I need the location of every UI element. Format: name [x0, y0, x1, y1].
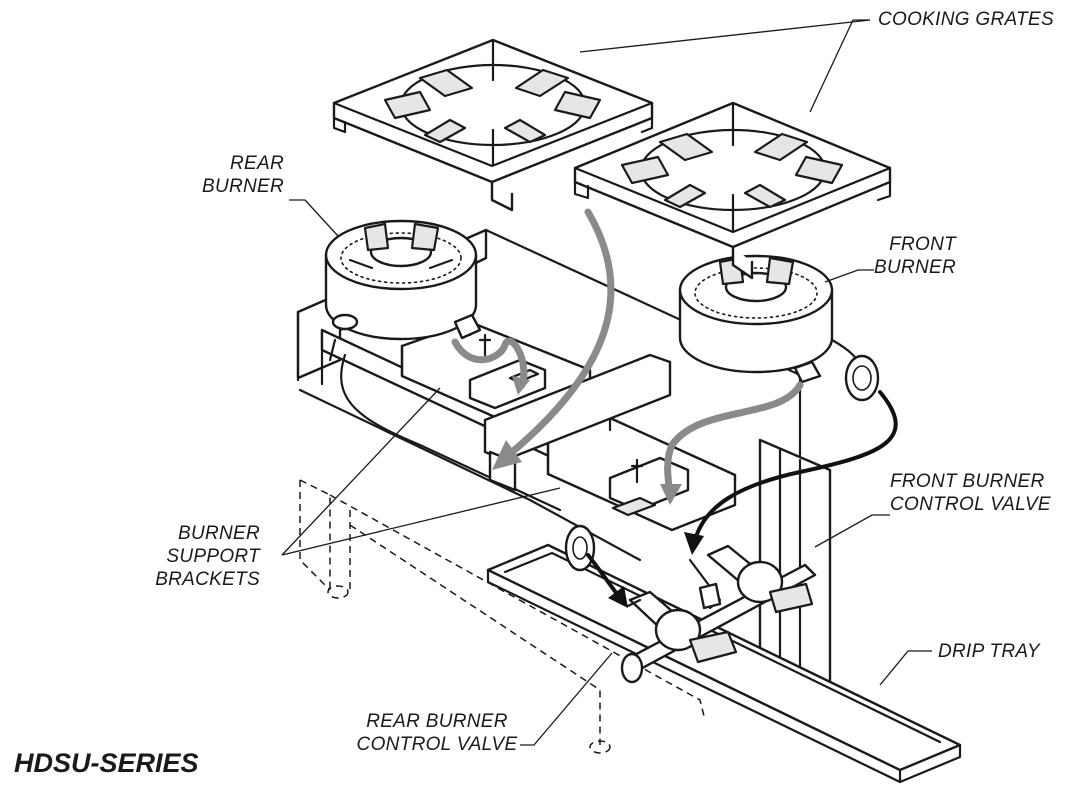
dashed-stand-outline	[299, 479, 706, 754]
drip-tray-text: DRIP TRAY	[938, 641, 1040, 662]
rear-burner-control-valve-text-line2: CONTROL VALVE	[356, 734, 518, 755]
rear-burner-text-line1: REAR	[230, 153, 284, 174]
assembly-arrows	[451, 208, 898, 608]
burner-support-brackets-text-line2: SUPPORT	[166, 546, 260, 567]
front-burner-text-line1: FRONT	[889, 234, 956, 255]
front-burner-control-valve-label: FRONT BURNER CONTROL VALVE	[890, 470, 1051, 516]
rear-control-valve	[564, 524, 738, 664]
rear-cooking-grate	[332, 38, 654, 212]
front-burner-control-valve-text-line1: FRONT BURNER	[890, 471, 1045, 492]
burner-support-brackets-text-line1: BURNER	[177, 523, 260, 544]
front-control-valve	[688, 544, 814, 614]
rear-burner-control-valve-text-line1: REAR BURNER	[366, 711, 508, 732]
cooking-grates-label: COOKING GRATES	[878, 8, 1054, 31]
series-title: HDSU-SERIES	[14, 748, 199, 778]
burner-support-brackets-text-line3: BRACKETS	[155, 569, 260, 590]
rear-burner-text-line2: BURNER	[201, 176, 284, 197]
rear-burner-label: REAR BURNER	[190, 152, 284, 198]
drip-tray	[486, 543, 962, 784]
front-burner-text-line2: BURNER	[873, 257, 956, 278]
front-burner-control-valve-text-line2: CONTROL VALVE	[890, 494, 1051, 515]
rear-burner	[324, 219, 482, 341]
front-support-bracket	[546, 416, 737, 532]
gas-tubes	[298, 338, 642, 562]
front-burner-label: FRONT BURNER	[862, 233, 956, 279]
front-cooking-grate	[573, 101, 892, 280]
leader-lines	[281, 19, 932, 746]
burner-support-brackets-label: BURNER SUPPORT BRACKETS	[150, 522, 260, 591]
cooking-grates-text: COOKING GRATES	[878, 9, 1054, 30]
front-burner	[678, 254, 880, 402]
rear-burner-control-valve-label: REAR BURNER CONTROL VALVE	[348, 710, 526, 756]
drip-tray-label: DRIP TRAY	[938, 640, 1040, 663]
